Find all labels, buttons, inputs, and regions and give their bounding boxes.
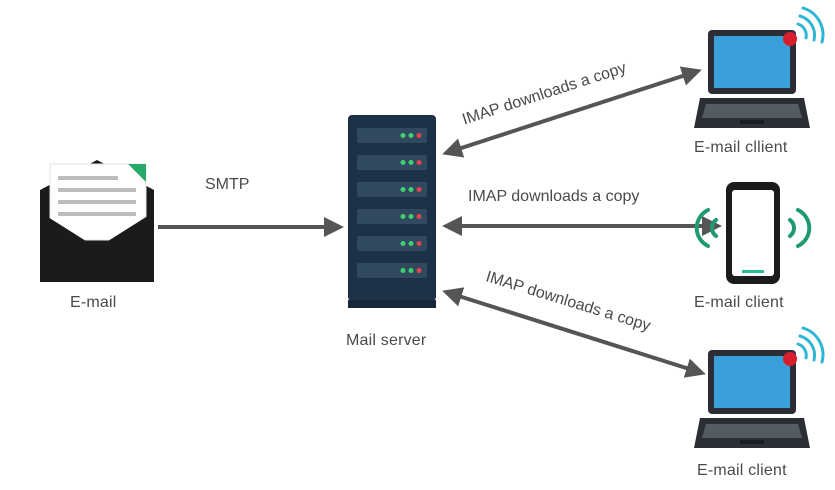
client-top-label: E-mail cllient	[694, 139, 788, 156]
server-led	[400, 133, 406, 138]
imap-arrow-top	[442, 66, 702, 158]
notification-icon-bottom	[783, 352, 797, 366]
server-slot	[357, 128, 427, 143]
client-mid-label: E-mail client	[694, 294, 784, 311]
server-led	[416, 241, 422, 246]
server-led	[416, 160, 422, 165]
server-rack-icon	[348, 115, 436, 308]
smtp-label: SMTP	[205, 176, 250, 193]
envelope-letter-icon	[40, 160, 154, 282]
server-slot	[357, 155, 427, 170]
server-led	[416, 268, 422, 273]
server-led	[416, 187, 422, 192]
imap-arrow-bottom	[442, 287, 706, 378]
wifi-signal-icon-bottom	[796, 326, 825, 364]
server-led	[400, 241, 406, 246]
server-led	[408, 133, 414, 138]
server-led	[416, 214, 422, 219]
laptop-icon	[694, 30, 810, 128]
server-led	[408, 187, 414, 192]
server-slot	[357, 263, 427, 278]
server-led	[400, 214, 406, 219]
server-slot	[357, 209, 427, 224]
server-led	[400, 268, 406, 273]
client-bottom-label: E-mail client	[697, 462, 787, 479]
server-led	[400, 187, 406, 192]
server-led	[416, 133, 422, 138]
imap-mid-label: IMAP downloads a copy	[468, 188, 640, 205]
smartphone-icon	[726, 182, 780, 284]
server-led	[400, 160, 406, 165]
mail-server-label: Mail server	[346, 332, 427, 349]
server-slot	[357, 182, 427, 197]
server-led	[408, 241, 414, 246]
wifi-signal-icon	[796, 6, 825, 44]
email-label: E-mail	[70, 294, 117, 311]
phone-signal-icon	[694, 208, 812, 248]
server-led	[408, 268, 414, 273]
server-led	[408, 160, 414, 165]
server-led	[408, 214, 414, 219]
laptop-icon-bottom	[694, 350, 810, 448]
server-slot	[357, 236, 427, 251]
notification-icon	[783, 32, 797, 46]
